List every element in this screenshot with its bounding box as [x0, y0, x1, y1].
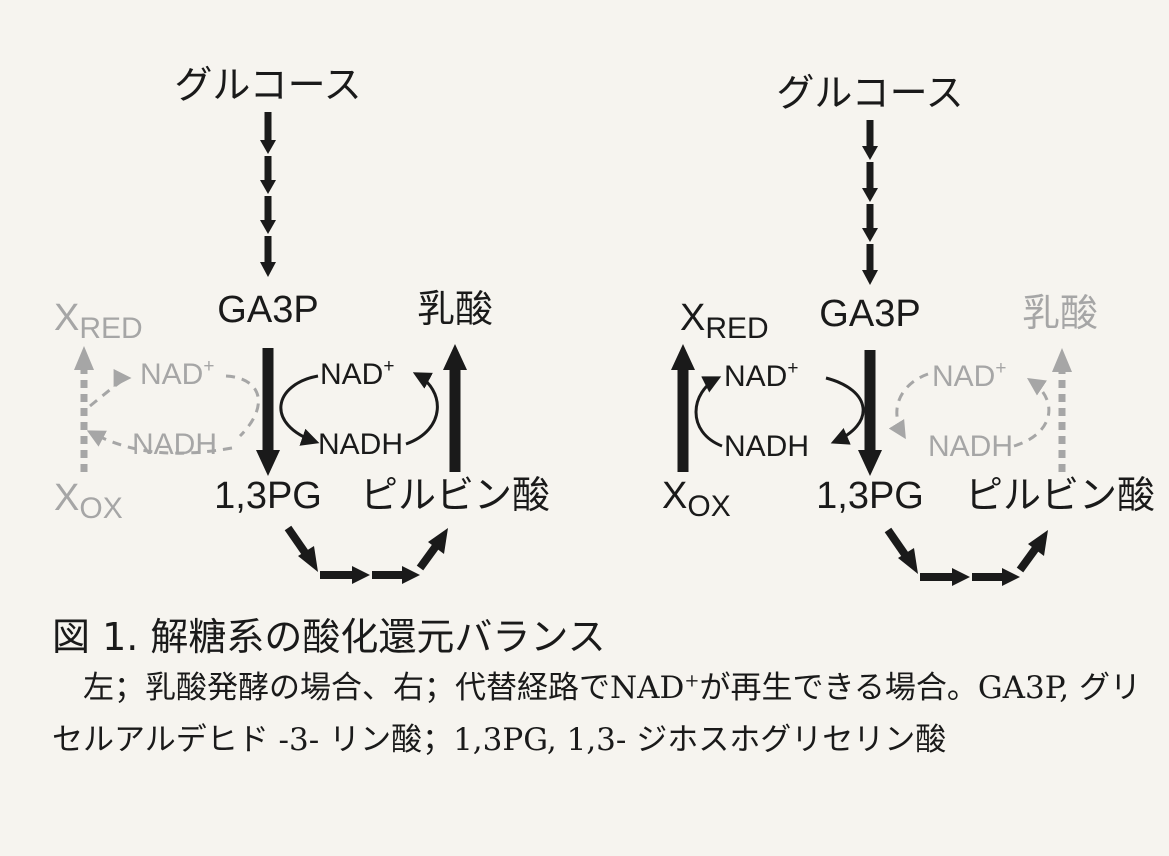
pg13-label: 1,3PG [816, 475, 924, 517]
x-ox-label: XOX [662, 475, 731, 523]
ga3p-to-13pg-arrow [256, 348, 280, 476]
pg13-to-pyruvate-steps [884, 527, 1048, 586]
lactate-label: 乳酸 [1022, 293, 1098, 335]
glycolysis-step-arrows [862, 120, 878, 285]
pg13-label: 1,3PG [214, 475, 322, 517]
nad-plus-label-inactive: NAD+ [932, 358, 1006, 393]
caption-body: 左；乳酸発酵の場合、右；代替経路でNAD+が再生できる場合。GA3P, グリセル… [52, 662, 1162, 766]
nadh-label: NADH [724, 430, 809, 463]
nadh-label: NADH [318, 428, 403, 461]
panel-alternative-pathway: グルコース GA3P 1,3PG XRED XOX NAD+ [662, 73, 1155, 586]
pyruvate-label: ピルビン酸 [965, 475, 1155, 517]
nadh-loop-alternative [694, 376, 865, 448]
nad-plus-label-inactive: NAD+ [140, 356, 214, 391]
lactate-pathway-inactive: 乳酸 NAD+ NADH [888, 293, 1098, 472]
caption-body-superscript: + [684, 670, 700, 692]
pyruvate-label: ピルビン酸 [360, 475, 550, 517]
nadh-label-inactive: NADH [132, 428, 217, 461]
x-ox-to-x-red-arrow [671, 344, 695, 472]
caption-body-text-continued: が再生できる場合。GA3P, グリセルアルデヒド -3- リン酸；1,3PG, … [52, 670, 1142, 758]
panel-lactate-fermentation: グルコース GA3P 1,3PG 乳酸 ピルビン酸 NAD+ [54, 65, 550, 584]
caption-title: 図 1. 解糖系の酸化還元バランス [52, 615, 606, 659]
alternative-pathway-inactive: XRED XOX NAD+ NADH [54, 297, 260, 525]
pg13-to-pyruvate-steps [284, 525, 448, 584]
glycolysis-redox-diagram: グルコース GA3P 1,3PG 乳酸 ピルビン酸 NAD+ [54, 65, 1155, 586]
figure-caption: 図 1. 解糖系の酸化還元バランス 左；乳酸発酵の場合、右；代替経路でNAD+が… [52, 612, 1162, 766]
lactate-label: 乳酸 [417, 289, 493, 331]
ga3p-label: GA3P [217, 289, 318, 331]
glycolysis-step-arrows [260, 112, 276, 277]
ga3p-label: GA3P [819, 293, 920, 335]
glucose-label: グルコース [776, 73, 963, 115]
pyruvate-to-lactate-arrow [443, 344, 467, 472]
nad-plus-label: NAD+ [320, 356, 394, 391]
ga3p-to-13pg-arrow [858, 350, 882, 476]
caption-body-text: 左；乳酸発酵の場合、右；代替経路でNAD [83, 670, 685, 706]
nadh-loop-lactate [279, 372, 439, 446]
nadh-label-inactive: NADH [928, 430, 1013, 463]
x-red-label: XRED [680, 297, 769, 345]
x-ox-label: XOX [54, 477, 123, 525]
glucose-label: グルコース [174, 65, 361, 107]
x-red-label: XRED [54, 297, 143, 345]
nad-plus-label: NAD+ [724, 358, 798, 393]
